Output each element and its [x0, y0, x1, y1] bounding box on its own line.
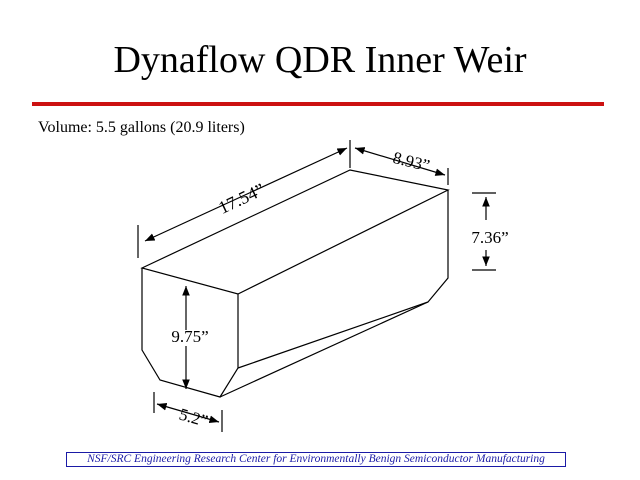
- right-face: [237, 190, 449, 369]
- bottom-edge: [219, 301, 429, 398]
- title-rule: [32, 102, 604, 106]
- weir-box-outline: [140, 169, 450, 398]
- top-face: [140, 169, 450, 295]
- front-height-label: 9.75”: [171, 327, 208, 346]
- bottom-width-label: 5.2”: [177, 405, 210, 431]
- top-width-dimension: 8.93”: [354, 147, 449, 185]
- front-height-dimension: 9.75”: [171, 286, 209, 389]
- footer-banner: NSF/SRC Engineering Research Center for …: [66, 452, 566, 467]
- front-face: [141, 268, 239, 398]
- slide-title: Dynaflow QDR Inner Weir: [113, 39, 527, 81]
- top-width-label: 8.93”: [391, 148, 432, 175]
- side-height-dimension: 7.36”: [471, 192, 509, 271]
- volume-label: Volume: 5.5 gallons (20.9 liters): [38, 119, 245, 136]
- bottom-width-dimension: 5.2”: [153, 392, 223, 432]
- side-height-label: 7.36”: [471, 228, 508, 247]
- length-dimension: 17.54”: [137, 140, 351, 258]
